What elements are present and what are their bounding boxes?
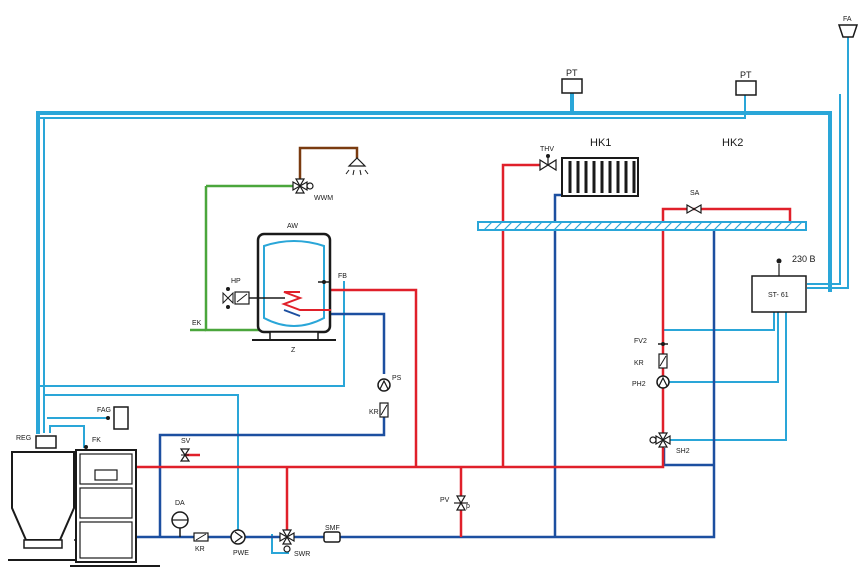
label-smf: SMF (325, 525, 340, 532)
radiator-hk1 (561, 157, 639, 197)
floor-heating-strip (477, 221, 807, 231)
hot-water-line (298, 146, 359, 186)
label-hk1: HK1 (590, 137, 611, 149)
label-sh2: SH2 (676, 448, 690, 455)
boiler (70, 445, 160, 567)
label-da: DA (175, 500, 185, 507)
da-gauge-icon (171, 511, 189, 537)
control-top-right (39, 94, 746, 119)
label-ek: EK (192, 320, 202, 327)
return-ps-to-tank (331, 312, 386, 374)
kr-check-valve-bottom-icon (193, 532, 209, 542)
control-main-top (36, 92, 832, 292)
st61-controller (751, 258, 807, 313)
control-fa-line-2 (807, 94, 841, 285)
thv-valve-icon (539, 154, 557, 172)
label-reg: REG (16, 435, 31, 442)
ph2-pump-icon (656, 375, 670, 389)
pwe-pump-icon (230, 529, 246, 545)
label-hp: HP (231, 278, 241, 285)
supply-main (136, 207, 792, 469)
reg-controller (35, 435, 57, 449)
label-wwm: WWM (314, 195, 333, 202)
swr-mixing-valve-icon (279, 529, 295, 553)
label-pt-right: PT (740, 70, 752, 80)
pt-sensor-left-icon (561, 78, 583, 94)
label-fb: FB (338, 273, 347, 280)
label-pv: PV (440, 497, 450, 504)
return-lines (136, 193, 716, 539)
supply-hk1 (501, 163, 541, 467)
pv-valve-icon (454, 495, 468, 511)
control-to-fk (49, 425, 85, 448)
labels: PT PT FA HK1 HK2 THV SA WWM AW HP FB EK … (16, 16, 852, 558)
sv-safety-valve-icon (179, 448, 191, 462)
label-kr-bottom: KR (195, 546, 205, 553)
control-fv2 (662, 311, 775, 345)
fag-sensor-icon (106, 406, 129, 430)
label-kr-mid: KR (369, 409, 379, 416)
label-swr: SWR (294, 551, 310, 558)
tank-coil (281, 291, 331, 311)
supply-lines (136, 163, 792, 537)
pellet-hopper (8, 451, 84, 561)
fa-sensor-icon (837, 24, 859, 38)
control-to-pwe (43, 394, 239, 536)
return-boiler-loop (158, 408, 386, 537)
label-fa: FA (843, 16, 852, 23)
fv2-sensor-icon (658, 342, 668, 346)
smf-filter-icon (323, 531, 341, 543)
dhw-tank-aw (252, 232, 336, 341)
control-sh2 (667, 311, 787, 441)
control-fa-line (807, 36, 849, 289)
return-hk1 (553, 193, 562, 537)
label-ps: PS (392, 375, 402, 382)
label-fag: FAG (97, 407, 111, 414)
kr-check-valve-right-icon (658, 353, 668, 369)
label-thv: THV (540, 146, 554, 153)
label-fk: FK (92, 437, 101, 444)
label-ph2: PH2 (632, 381, 646, 388)
kr-check-valve-mid-icon (379, 402, 389, 418)
label-z: Z (291, 347, 296, 354)
control-to-fb (39, 281, 345, 387)
label-kr-right: KR (634, 360, 644, 367)
sa-valve-icon (686, 203, 702, 215)
label-pt-left: PT (566, 68, 578, 78)
hp-heater-icon (222, 287, 285, 309)
label-sv: SV (181, 438, 191, 445)
control-to-swr (271, 534, 289, 554)
label-230v: 230 B (792, 254, 816, 264)
label-aw: AW (287, 223, 298, 230)
label-pv-p: p (466, 503, 470, 510)
label-fv2: FV2 (634, 338, 647, 345)
ps-pump-icon (377, 378, 391, 392)
pt-sensor-right-icon (735, 80, 757, 96)
fb-sensor-icon (318, 280, 330, 284)
control-bus (36, 36, 849, 554)
label-st61: ST- 61 (768, 292, 789, 299)
return-main-bottom (136, 226, 716, 539)
shower-head-icon (345, 157, 369, 176)
label-hk2: HK2 (722, 137, 743, 149)
supply-to-tank (300, 288, 418, 467)
control-ph2 (667, 311, 779, 383)
label-sa: SA (690, 190, 700, 197)
wwm-mixing-valve-icon (292, 178, 314, 194)
label-pwe: PWE (233, 550, 249, 557)
sh2-mixing-valve-icon (649, 432, 671, 448)
